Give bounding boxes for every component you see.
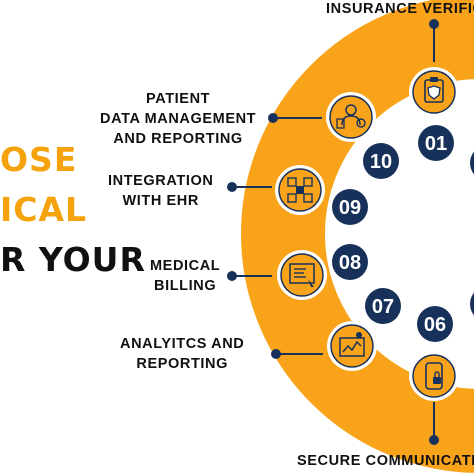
number-badge-09: 09 [332,189,368,225]
connector-dot-01 [429,19,439,29]
connector-dot-06 [429,435,439,445]
number-badge-partial-top [470,151,474,175]
number-badge-07: 07 [365,288,401,324]
billing-document-icon [277,250,327,300]
number-badge-08: 08 [332,244,368,280]
heading-line-1: OSE [0,140,78,179]
number-06: 06 [424,314,446,336]
feature-label-10: PATIENT DATA MANAGEMENT AND REPORTING [100,91,257,147]
feature-label-01: INSURANCE VERIFIC [326,1,474,17]
feature-label-07: ANALYITCS AND REPORTING [120,336,245,372]
connector-dot-07 [271,349,281,359]
number-badge-partial-bottom [470,292,474,316]
heading-line-3: R YOUR [0,240,146,279]
doctor-data-icon [326,92,376,142]
orange-ring [241,0,474,473]
connector-dot-10 [268,113,278,123]
connectors [227,19,439,445]
number-01: 01 [425,133,447,155]
number-badge-10: 10 [363,143,399,179]
ehr-network-icon [275,165,325,215]
feature-label-08: MEDICAL BILLING [150,258,221,294]
heading-line-2: ICAL [0,190,88,229]
number-badge-06: 06 [417,306,453,342]
feature-label-09: INTEGRATION WITH EHR [108,173,214,209]
number-10: 10 [370,151,392,173]
phone-lock-icon [409,351,459,401]
connector-dot-09 [227,182,237,192]
clipboard-shield-icon [409,67,459,117]
analytics-chart-icon [327,321,377,371]
connector-dot-08 [227,271,237,281]
number-07: 07 [372,296,394,318]
feature-label-06: SECURE COMMUNICATI [297,453,474,469]
number-badge-01: 01 [418,125,454,161]
number-08: 08 [339,252,361,274]
number-09: 09 [339,197,361,219]
